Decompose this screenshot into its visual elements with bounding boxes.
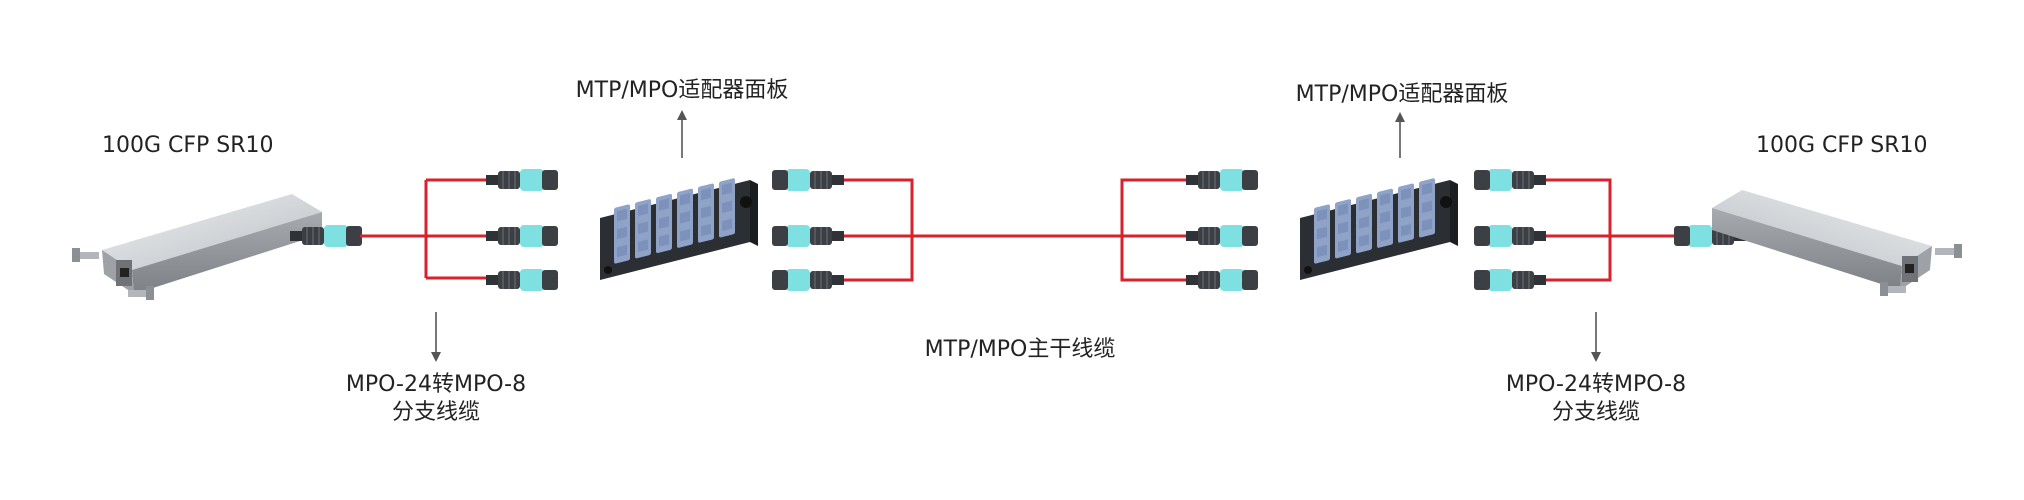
adapter-panel-label-left: MTP/MPO适配器面板 (575, 78, 789, 103)
cfp-transceiver-left (72, 194, 322, 300)
adapter-panel-left (600, 178, 758, 280)
breakout-label-left-line1: MPO-24转MPO-8 (345, 372, 527, 397)
adapter-panel-label-right: MTP/MPO适配器面板 (1295, 82, 1509, 107)
trunk-fan-left (844, 178, 914, 282)
arrow-up-right-panel (1395, 112, 1405, 158)
arrow-down-left-breakout (431, 312, 441, 362)
trunk-cable-label: MTP/MPO主干线缆 (924, 337, 1116, 362)
adapter-panel-right (1300, 178, 1458, 280)
breakout-fiber-right (1546, 178, 1676, 282)
mpo8-connectors-right (1474, 169, 1546, 291)
transceiver-label-left: 100G CFP SR10 (102, 133, 274, 158)
trunk-fan-right (1120, 178, 1190, 282)
arrow-up-left-panel (677, 110, 687, 158)
mpo8-connectors-right-panel-in (1186, 169, 1258, 291)
cfp-transceiver-right (1712, 190, 1962, 296)
transceiver-label-right: 100G CFP SR10 (1756, 133, 1928, 158)
breakout-label-left-line2: 分支线缆 (391, 400, 480, 425)
breakout-fiber-left (360, 178, 490, 280)
mpo8-connectors-left-panel-out (772, 169, 844, 291)
arrow-down-right-breakout (1591, 312, 1601, 362)
breakout-label-right-line2: 分支线缆 (1551, 400, 1640, 425)
breakout-label-right-line1: MPO-24转MPO-8 (1505, 372, 1687, 397)
mpo8-connectors-left (486, 169, 558, 291)
